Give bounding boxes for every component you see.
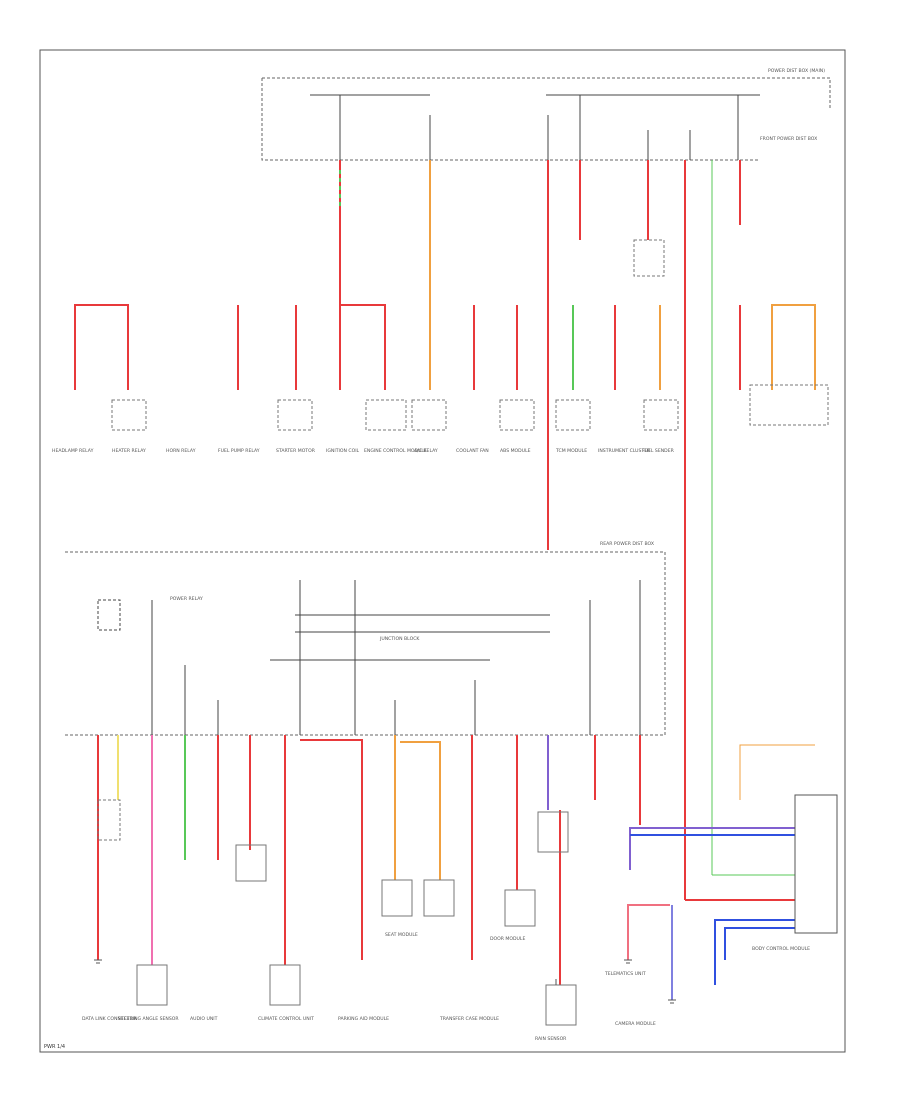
diagram-frame [39,49,846,1053]
lower-component-boxes [97,799,577,1026]
lower-component-label: RAIN SENSOR [535,1036,567,1042]
ground-symbols [94,959,676,1004]
upper-component-label: IGNITION COIL [326,448,360,454]
front-fuse-box-label: FRONT POWER DIST BOX [760,136,817,142]
upper-component-label: HEADLAMP RELAY [52,448,94,454]
upper-component-label: STARTER MOTOR [276,448,316,454]
upper-component-label: ENGINE CONTROL MODULE [364,448,427,454]
lower-component-label: DATA LINK CONNECTOR [82,1016,137,1022]
upper-component-label: COOLANT FAN [456,448,489,454]
lower-component-label: TRANSFER CASE MODULE [439,1016,499,1022]
front-fuse-box: POWER DIST BOX (MAIN) FRONT POWER DIST B… [261,68,831,161]
lower-wires [97,735,815,1000]
rear-fuse-box: REAR POWER DIST BOX POWER RELAY JUNCTION… [65,541,666,736]
upper-component-label: FUEL SENDER [642,448,675,454]
page-code: PWR 1/4 [44,1044,65,1050]
upper-component-label: ABS MODULE [500,448,531,454]
upper-component-label: HORN RELAY [166,448,196,454]
body-control-module: BODY CONTROL MODULE [752,794,838,952]
upper-component-boxes [111,239,829,431]
body-control-module-label: BODY CONTROL MODULE [752,946,810,952]
upper-component-labels: HEADLAMP RELAY HEATER RELAY HORN RELAY F… [52,448,675,454]
rear-fuse-box-label: REAR POWER DIST BOX [600,541,654,547]
lower-component-label: DOOR MODULE [490,936,525,942]
upper-wires [74,160,816,900]
lower-component-label: STEERING ANGLE SENSOR [118,1016,179,1022]
lower-component-label: CAMERA MODULE [615,1021,656,1027]
upper-component-label: FUEL PUMP RELAY [218,448,260,454]
lower-component-label: SEAT MODULE [385,932,418,938]
lower-component-labels: DATA LINK CONNECTOR STEERING ANGLE SENSO… [82,932,656,1042]
lower-component-label: AUDIO UNIT [190,1016,218,1022]
lower-component-label: TELEMATICS UNIT [604,971,646,977]
upper-component-label: A/C RELAY [414,448,438,454]
fuse-group-top [339,95,691,160]
top-fuse-label: POWER DIST BOX (MAIN) [768,68,825,74]
upper-component-label: INSTRUMENT CLUSTER [598,448,651,454]
lower-component-label: CLIMATE CONTROL UNIT [258,1016,314,1022]
upper-component-label: HEATER RELAY [112,448,146,454]
junction-block-label: JUNCTION BLOCK [379,636,420,642]
upper-component-label: TCM MODULE [555,448,587,454]
power-relay-label: POWER RELAY [170,596,203,602]
lower-component-label: PARKING AID MODULE [338,1016,389,1022]
